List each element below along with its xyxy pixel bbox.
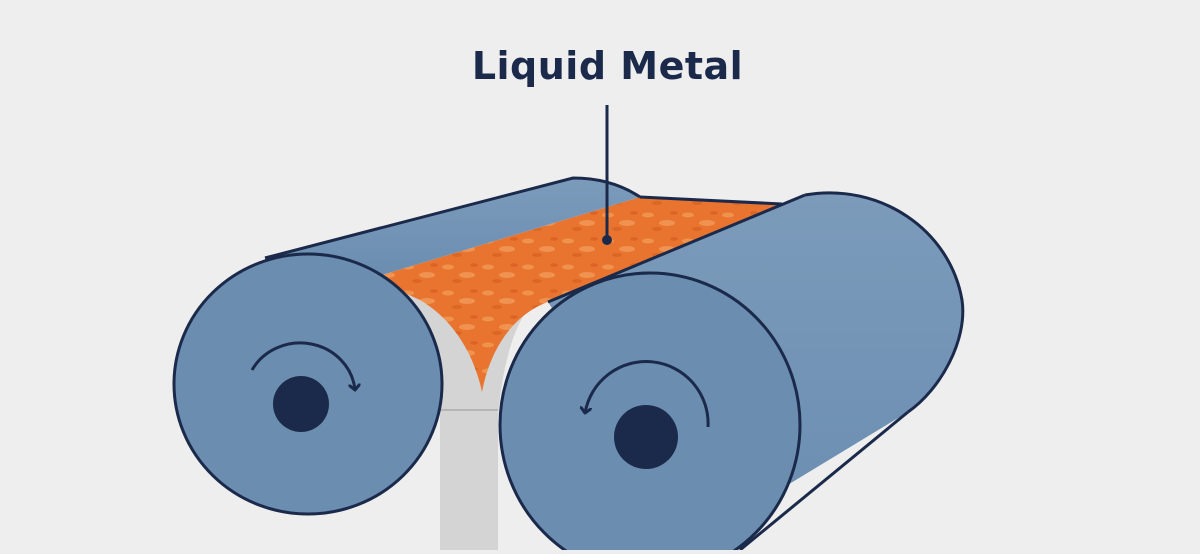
counterclockwise-arrow-icon bbox=[585, 360, 710, 428]
right-roller bbox=[498, 191, 965, 554]
right-hub-icon bbox=[614, 405, 678, 469]
clockwise-arrow-icon bbox=[250, 341, 355, 390]
label-pointer bbox=[602, 105, 612, 245]
left-roller bbox=[172, 176, 641, 516]
left-hub-icon bbox=[273, 376, 329, 432]
liquid-metal-label: Liquid Metal bbox=[471, 44, 744, 88]
